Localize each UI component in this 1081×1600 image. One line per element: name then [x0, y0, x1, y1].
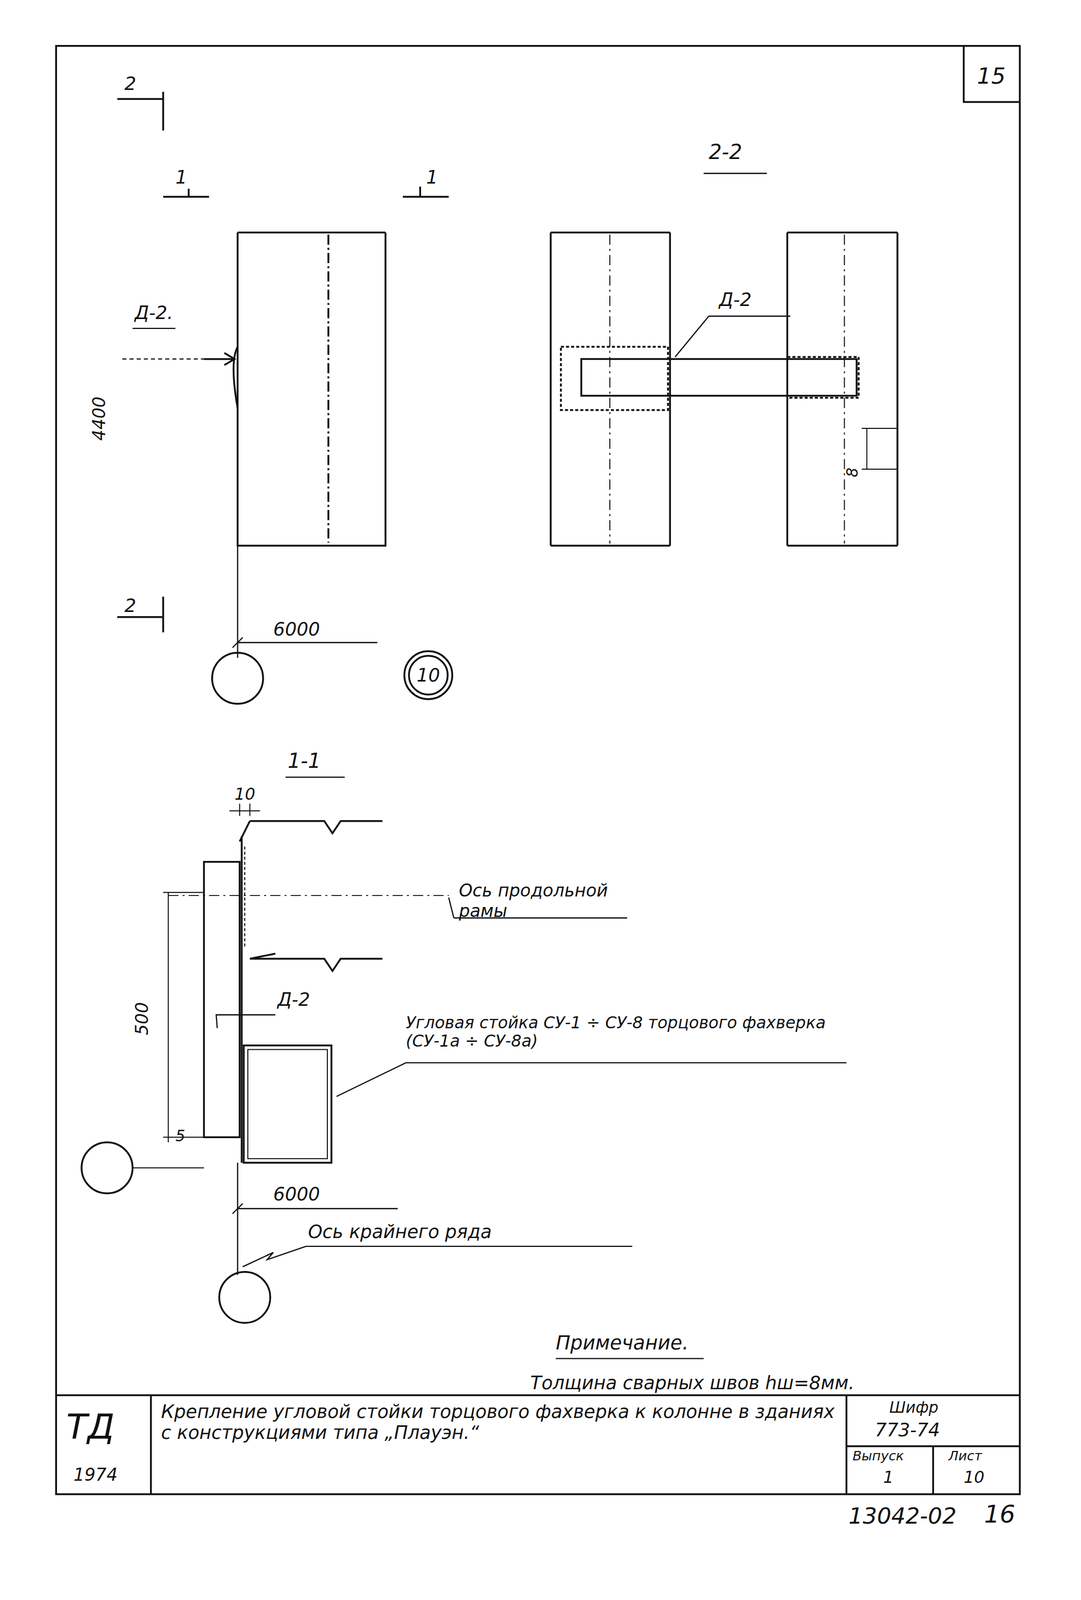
- section-mark: [163, 188, 210, 198]
- center-line: [609, 234, 845, 544]
- axis-number: 10: [402, 649, 454, 701]
- dimension-line: [861, 428, 898, 470]
- section-mark-label: 1: [175, 167, 187, 189]
- axis-note: Ось крайнего ряда: [308, 1221, 492, 1243]
- section-mark-label: 2: [124, 595, 136, 617]
- axis-circle: [212, 652, 264, 704]
- axis-circle: [219, 1271, 271, 1324]
- part-label: Д-2: [719, 289, 752, 311]
- dimension-line: [232, 545, 378, 658]
- axis-line: [168, 894, 449, 896]
- part-label: Д-2: [277, 989, 310, 1011]
- sheet-title: Крепление угловой стойки торцового фахве…: [161, 1401, 840, 1444]
- view-arrow: [203, 353, 235, 366]
- plate: [581, 358, 858, 396]
- issue-heading: Выпуск: [852, 1449, 904, 1465]
- code: 773-74: [874, 1419, 940, 1441]
- tube-section: [243, 1045, 332, 1163]
- underline: [555, 1357, 704, 1359]
- tube-wall: [247, 1049, 328, 1159]
- issue-number: 1: [883, 1468, 894, 1488]
- column-section: [787, 232, 898, 546]
- part-callout: Угловая стойка СУ-1 ÷ СУ-8 торцового фах…: [405, 1013, 855, 1052]
- underline: [132, 327, 176, 329]
- archive-number: 13042-02: [848, 1503, 957, 1529]
- axis-circle: [81, 1142, 133, 1194]
- section-title: 2-2: [708, 140, 743, 165]
- page-number: 15: [976, 63, 1006, 89]
- section-title: 1-1: [287, 749, 322, 773]
- section-mark: [402, 186, 449, 198]
- column-elevation: [237, 232, 386, 546]
- plate: [203, 861, 240, 1138]
- weld-outline: [561, 346, 669, 411]
- dimension: 6000: [273, 1184, 321, 1205]
- dimension: 500: [132, 1002, 153, 1035]
- note-text: Толщина сварных швов hш=8мм.: [530, 1372, 855, 1394]
- wall-profile: [239, 821, 383, 842]
- note-heading: Примечание.: [555, 1332, 689, 1355]
- year: 1974: [73, 1465, 118, 1486]
- weld: [233, 346, 238, 408]
- axis-bubble: 10: [402, 649, 454, 701]
- dimension: 8: [844, 467, 863, 478]
- section-mark: [117, 596, 164, 633]
- dimension: 6000: [273, 619, 321, 641]
- section-mark-label: 1: [426, 167, 438, 189]
- underline: [285, 776, 345, 778]
- sheet-heading: Лист: [948, 1449, 983, 1465]
- dimension-line: [232, 1162, 398, 1276]
- dimension: 4400: [89, 396, 110, 441]
- sheet-number: 10: [963, 1468, 985, 1488]
- column-face: [240, 836, 243, 1163]
- dimension: 10: [234, 785, 256, 805]
- axis-line: [132, 1167, 205, 1169]
- code-heading: Шифр: [889, 1398, 939, 1417]
- publisher-mark: ТД: [66, 1407, 115, 1448]
- leader-line: [242, 1246, 633, 1267]
- title-block: [55, 1395, 1020, 1495]
- axis-note: Ось продольной рамы: [459, 881, 638, 921]
- dimension: 5: [175, 1128, 186, 1146]
- section-mark-label: 2: [124, 73, 136, 95]
- weld-outline: [787, 357, 859, 398]
- leader-line: [336, 1062, 847, 1097]
- dimension-line: [229, 803, 261, 816]
- weld-line: [327, 234, 330, 543]
- view-line: [122, 358, 204, 360]
- weld: [244, 846, 246, 949]
- dimension-line: [163, 892, 204, 1143]
- underline: [703, 172, 768, 174]
- leader-line: [675, 316, 791, 358]
- leader-line: [215, 1014, 276, 1028]
- page-box: [963, 46, 1020, 102]
- page-number: 16: [984, 1500, 1016, 1530]
- wall-profile: [249, 953, 383, 971]
- sheet-frame: [55, 46, 1020, 1495]
- section-mark: [117, 92, 164, 131]
- part-label: Д-2.: [134, 302, 174, 324]
